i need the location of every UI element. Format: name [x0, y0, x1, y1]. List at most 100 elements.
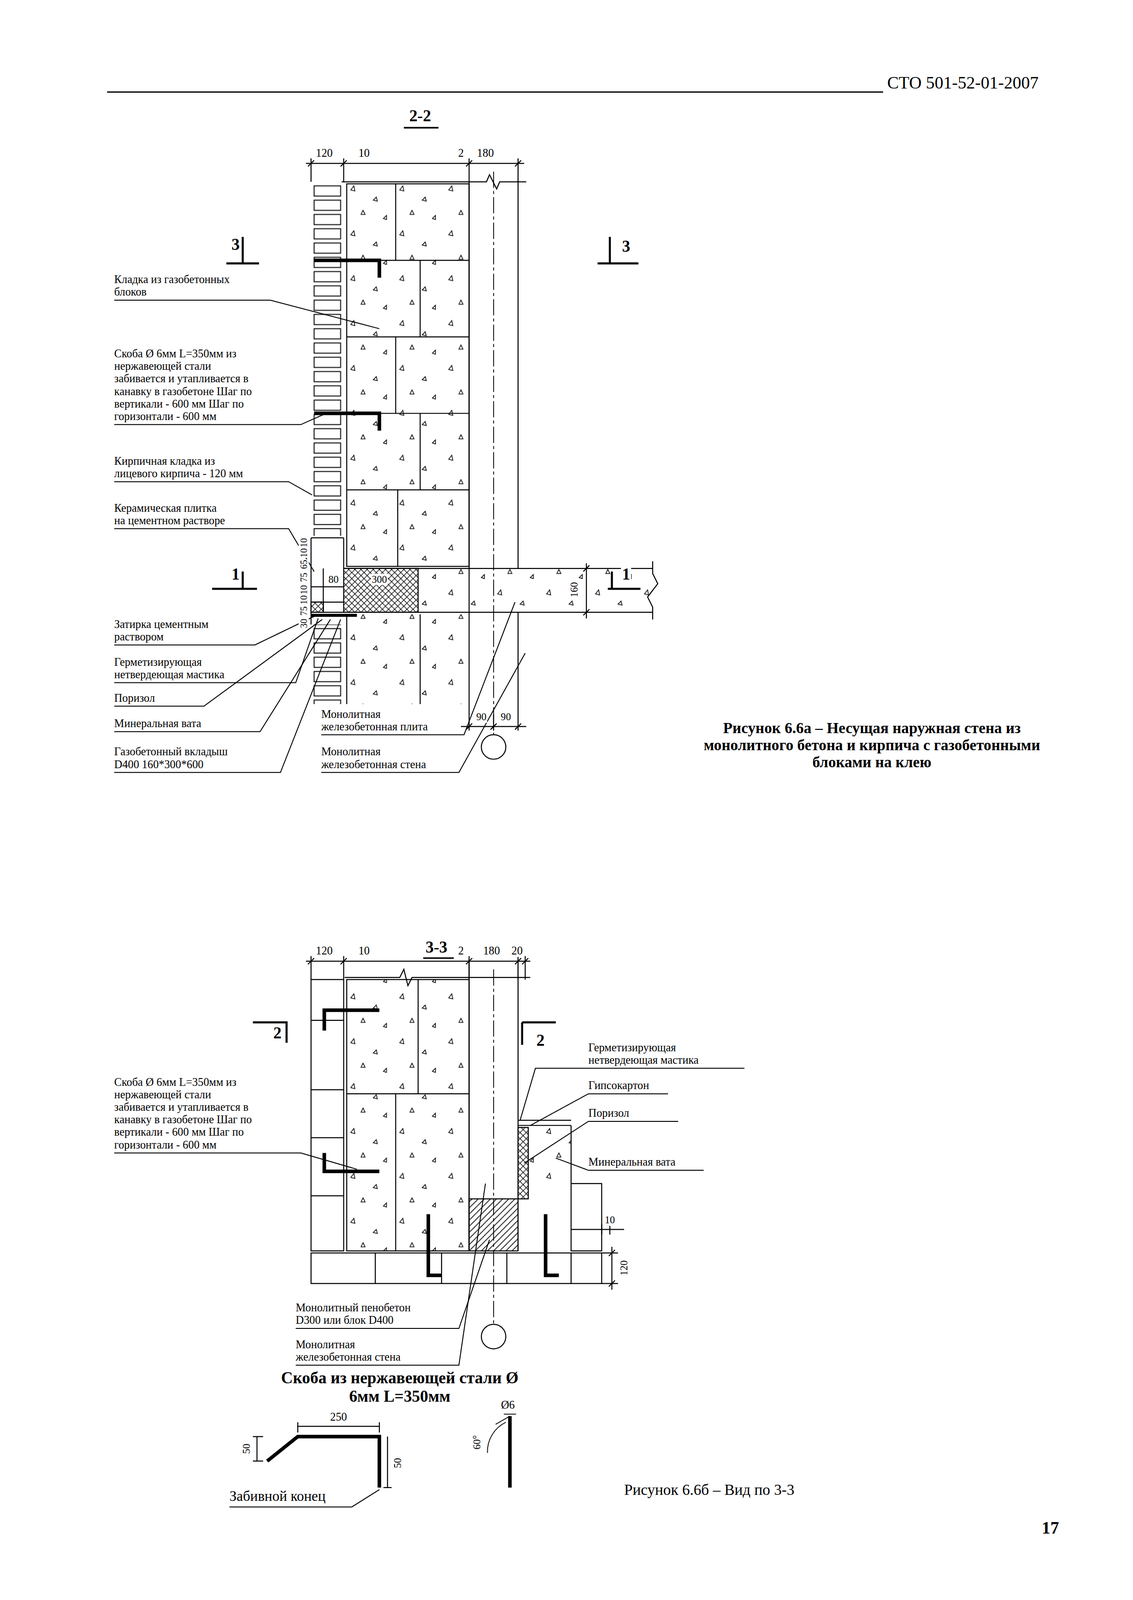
section-2-2 — [311, 537, 344, 625]
bracket-detail — [507, 1415, 512, 1488]
dimension: 20 — [510, 944, 524, 957]
dimension: 10 — [603, 1214, 616, 1226]
section-2-2 — [403, 126, 439, 129]
section-3-3 — [253, 955, 625, 1349]
section-2-2 — [311, 601, 324, 613]
dimension: 2 — [457, 146, 465, 160]
callout-text: Скоба Ø 6мм L=350мм из нержавеющей стали… — [114, 1074, 263, 1151]
section-2-2 — [311, 560, 658, 620]
dimension: 75 — [298, 572, 309, 583]
callout-text: Герметизирующая нетвердеющая мастика — [588, 1040, 742, 1066]
section-mark: 2 — [535, 1031, 546, 1050]
section-3-3 — [481, 1323, 506, 1349]
dimension: 250 — [329, 1410, 348, 1423]
dimension: 50 — [391, 1457, 404, 1469]
callout-text: Поризол — [588, 1106, 630, 1119]
callout-text: Кирпичная кладка из лицевого кирпича - 1… — [114, 454, 253, 479]
leader-line — [114, 300, 745, 1507]
section-title: 2-2 — [408, 106, 432, 126]
dimension: 120 — [314, 146, 334, 160]
section-2-2 — [346, 612, 519, 704]
dimension: 10 — [357, 944, 371, 957]
section-2-2 — [481, 734, 506, 759]
document-code: СТО 501-52-01-2007 — [887, 73, 1039, 93]
dimension: 300 — [370, 573, 388, 585]
dimension: 65 — [298, 559, 309, 570]
callout-text: Минеральная вата — [588, 1155, 676, 1168]
dimension: 75 — [298, 605, 309, 616]
section-2-2 — [346, 183, 469, 567]
callout-text: Скоба Ø 6мм L=350мм из нержавеющей стали… — [114, 347, 263, 423]
callout-text: Газобетонный вкладыш D400 160*300*600 — [114, 744, 237, 770]
leader-line — [114, 1152, 358, 1169]
section-3-3 — [493, 968, 495, 1324]
leader-line — [114, 616, 315, 645]
section-3-3 — [518, 1127, 529, 1199]
dimension: Ø6 — [500, 1398, 516, 1411]
callout-text: Поризол — [114, 690, 155, 704]
section-2-2 — [346, 183, 469, 567]
section-2-2 — [418, 568, 653, 613]
dimension: 2 — [457, 944, 465, 957]
leader-line — [321, 601, 515, 735]
section-3-3 — [346, 979, 469, 1251]
section-mark: 1 — [621, 565, 632, 584]
callout-text: Гипсокартон — [588, 1078, 650, 1092]
callout-text: Минеральная вата — [114, 716, 202, 730]
section-3-3 — [571, 1223, 625, 1234]
leader-line — [114, 300, 380, 329]
section-2-2 — [313, 260, 380, 431]
callout-text: Кладка из газобетонных блоков — [114, 272, 248, 298]
dimension: 10 — [298, 547, 309, 558]
section-mark: 3 — [621, 237, 632, 257]
detail-title: Скоба из нержавеющей стали Ø 6мм L=350мм — [277, 1368, 523, 1405]
section-3-3 — [346, 979, 469, 1251]
callout-text: Монолитная железобетонная плита — [321, 707, 434, 732]
section-2-2 — [341, 174, 526, 189]
dimension: 50 — [241, 1442, 253, 1454]
dimension: 180 — [476, 146, 495, 160]
section-2-2 — [343, 568, 419, 613]
dimension: 160 — [568, 581, 580, 598]
section-3-3 — [469, 958, 519, 1251]
dimension: 80 — [327, 573, 340, 585]
section-3-3 — [601, 1246, 618, 1290]
section-3-3 — [253, 1021, 556, 1045]
leader-line — [295, 1183, 486, 1365]
dimension: 90 — [499, 711, 512, 723]
leader-line — [295, 1239, 490, 1328]
dimension: 120 — [618, 1259, 631, 1276]
section-2-2 — [469, 181, 519, 704]
section-2-2 — [583, 563, 590, 619]
section-3-3 — [306, 955, 531, 980]
leader-line — [114, 481, 313, 496]
callout-text: Монолитная железобетонная стена — [321, 744, 434, 770]
callout-text: Монолитная железобетонная стена — [295, 1337, 408, 1363]
section-title: 3-3 — [424, 938, 449, 957]
bracket-detail — [253, 1413, 517, 1488]
leader-line — [321, 652, 526, 773]
section-2-2 — [311, 183, 344, 536]
dimension: 10 — [298, 594, 309, 605]
bracket-detail — [267, 1436, 380, 1488]
dimension: 90 — [475, 711, 488, 723]
dimension: 180 — [482, 944, 501, 957]
dimension: 10 — [298, 584, 309, 595]
section-mark: 2 — [272, 1023, 283, 1043]
section-3-3 — [324, 1009, 560, 1275]
page-number: 17 — [1040, 1517, 1061, 1538]
figure-caption: Рисунок 6.6а – Несущая наружная стена из… — [703, 719, 1041, 771]
section-3-3 — [311, 979, 344, 1251]
bracket-detail — [487, 1413, 516, 1453]
dimension: 10 — [357, 146, 371, 160]
dimension: 120 — [314, 944, 334, 957]
figure-caption: Рисунок 6.6б – Вид по 3-3 — [624, 1480, 795, 1498]
section-2-2 — [311, 624, 344, 704]
leader-line — [530, 1093, 668, 1126]
callout-text: Герметизирующая нетвердеющая мастика — [114, 655, 227, 680]
section-2-2 — [493, 171, 495, 735]
section-3-3 — [311, 1252, 602, 1283]
dimension: 10 — [298, 537, 309, 548]
